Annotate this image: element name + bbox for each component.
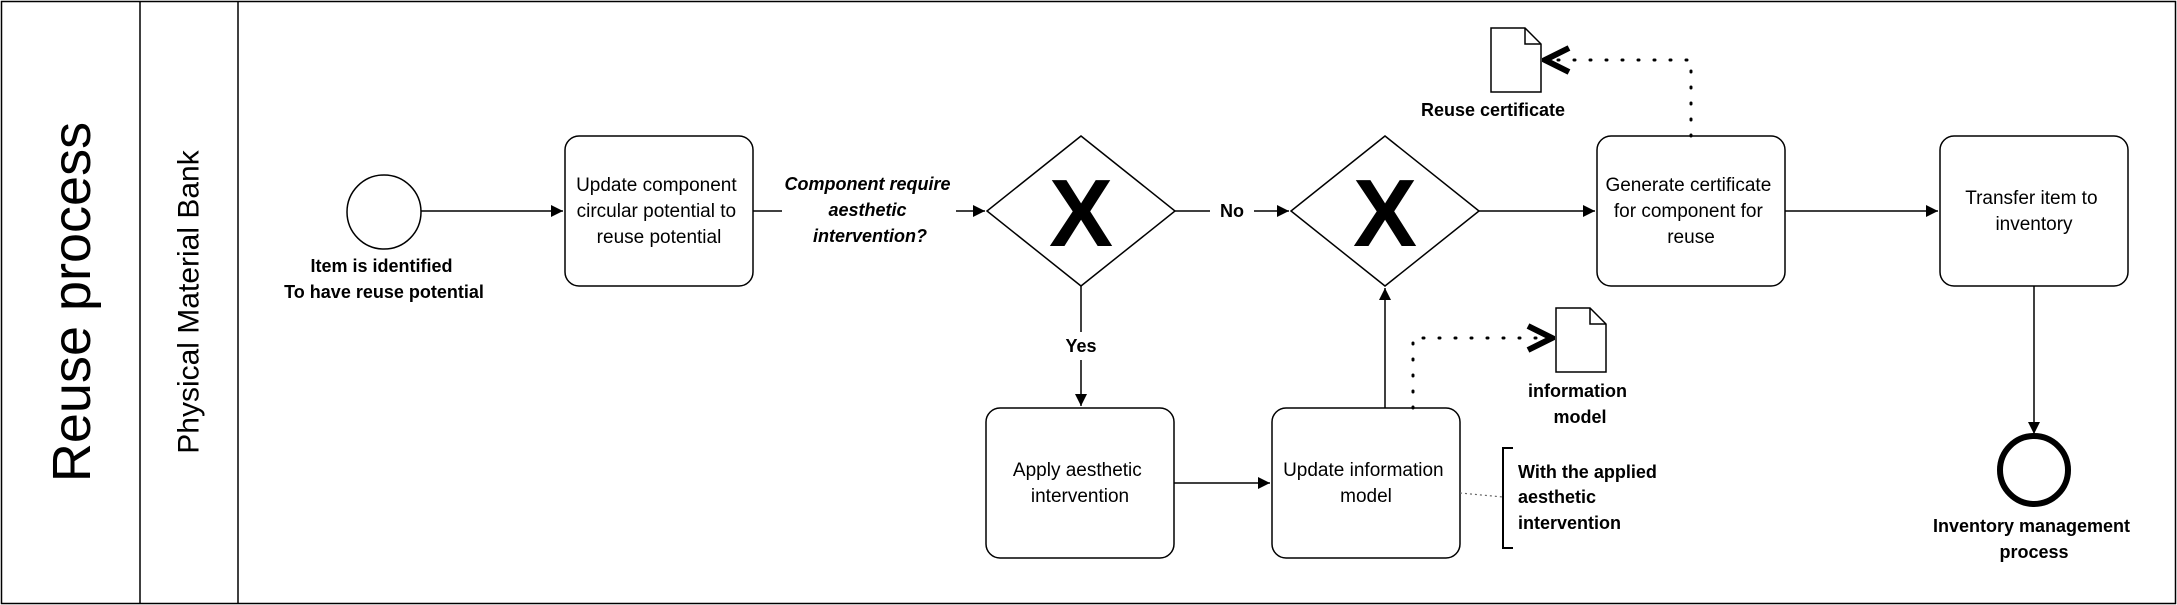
end-event[interactable]	[1997, 433, 2071, 507]
task-generate-certificate-label: Generate certificate for component for r…	[1605, 175, 1776, 248]
end-event-label: Inventory management process	[1933, 516, 2135, 562]
task-transfer-to-inventory[interactable]	[1939, 135, 2129, 287]
task-transfer-to-inventory-label: Transfer item to inventory	[1965, 188, 2103, 235]
start-event[interactable]	[346, 174, 422, 250]
gateway-question-label: Component require aesthetic intervention…	[784, 174, 955, 246]
gateway-x-marker: X	[1049, 160, 1113, 267]
data-object-reuse-certificate-label: Reuse certificate	[1421, 100, 1565, 120]
document-fold-icon	[1589, 308, 1606, 325]
document-fold-icon	[1524, 28, 1541, 45]
task-update-information-model[interactable]	[1271, 407, 1461, 559]
association-certificate	[1545, 60, 1693, 138]
data-object-information-model-label: information model	[1528, 381, 1632, 427]
gateway-x-marker: X	[1353, 160, 1417, 267]
data-object-information-model[interactable]	[1555, 307, 1607, 373]
task-update-information-model-label: Update information model	[1283, 460, 1449, 507]
exclusive-gateway-merge[interactable]	[1289, 135, 1481, 287]
start-event-label: Item is identified To have reuse potenti…	[284, 256, 484, 302]
task-apply-aesthetic-intervention-label: Apply aesthetic intervention	[1013, 460, 1147, 507]
annotation-bracket	[1502, 447, 1513, 549]
flow-label-no: No	[1220, 201, 1244, 221]
task-update-circular-potential-label: Update component circular potential to r…	[576, 175, 742, 248]
annotation-text: With the applied aesthetic intervention	[1518, 462, 1662, 533]
annotation-association	[1459, 492, 1504, 498]
flow-label-yes: Yes	[1065, 336, 1096, 356]
data-object-reuse-certificate[interactable]	[1490, 27, 1542, 93]
lane-title: Physical Material Bank	[173, 149, 206, 453]
task-apply-aesthetic-intervention[interactable]	[985, 407, 1175, 559]
pool-title: Reuse process	[42, 122, 102, 482]
